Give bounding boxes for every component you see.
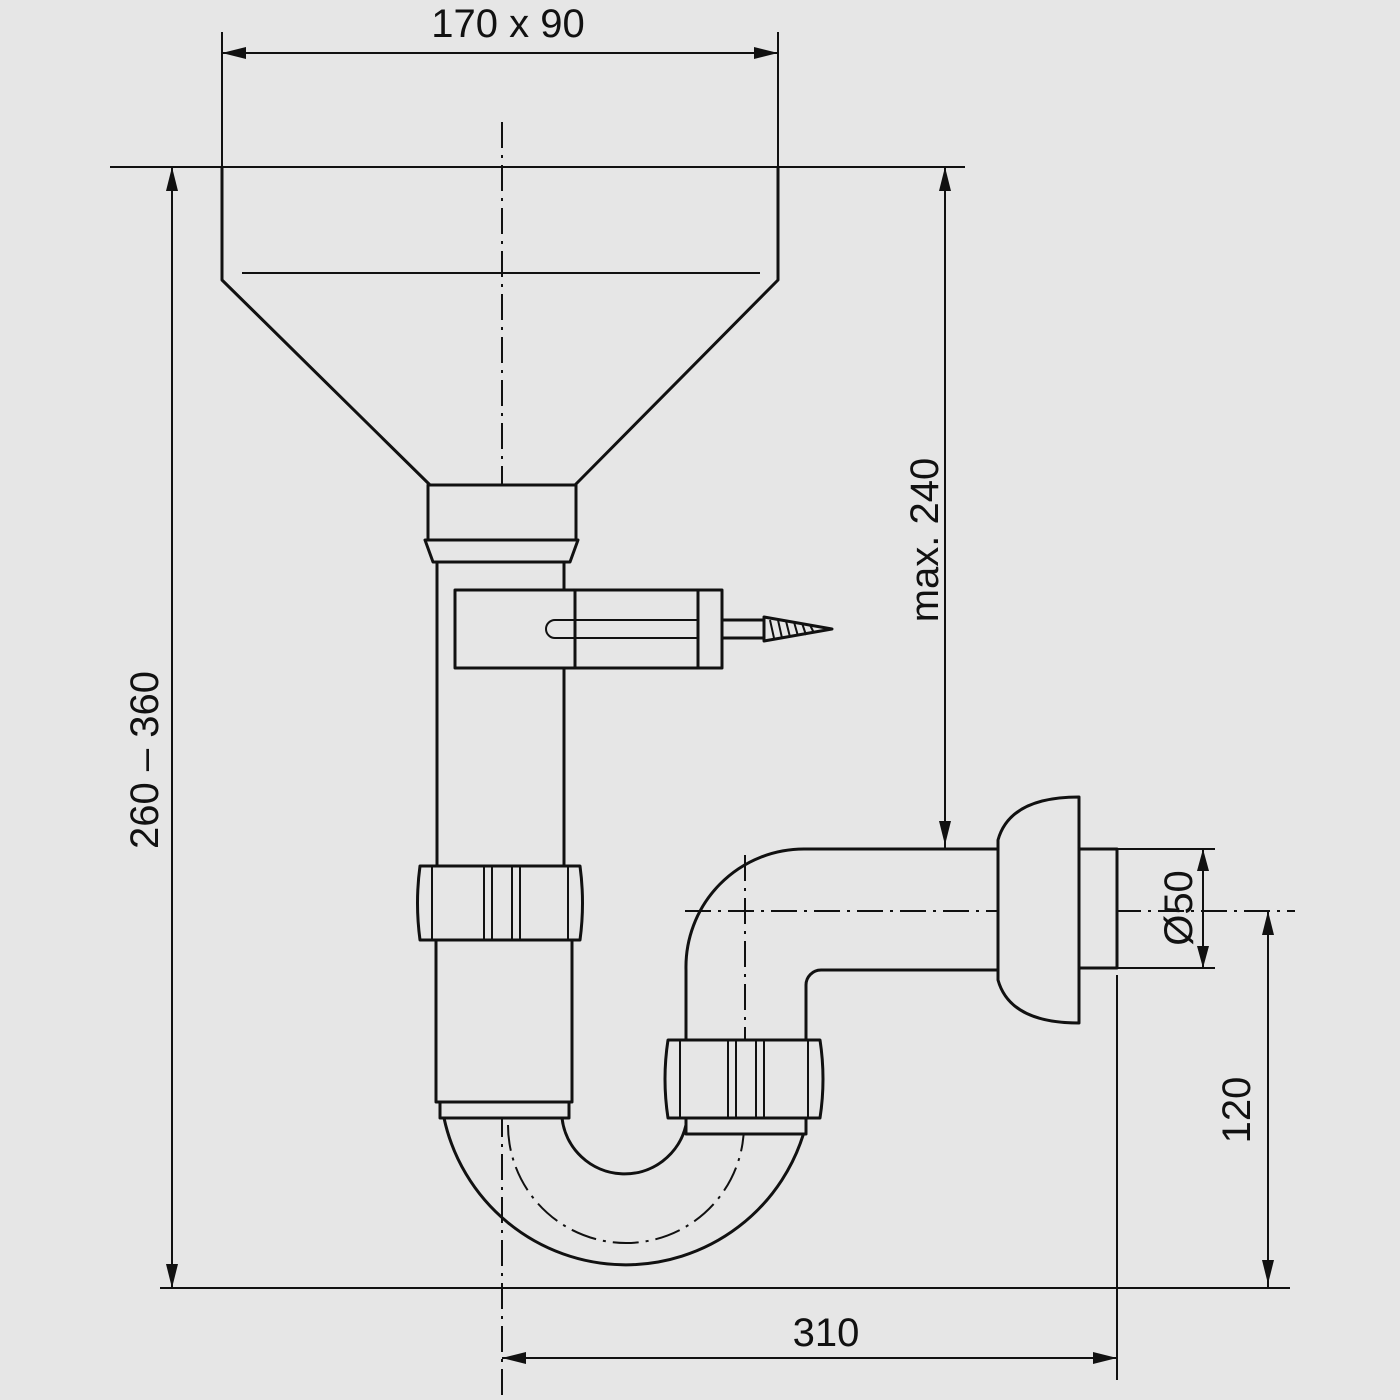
lower-pipe [434,938,574,1120]
dimension-horizontal-length: 310 [793,1311,860,1355]
reference-lines [110,32,1290,1380]
center-lines [501,122,1295,1395]
trap-bend [442,1116,808,1267]
dimension-lines [166,47,1274,1364]
wall-clamp [453,588,834,670]
dimension-outlet-diameter: Ø50 [1157,870,1201,946]
dimension-total-height: 260 – 360 [123,671,167,849]
outlet-pipe [684,847,1002,1042]
wall-rosette [996,795,1119,1025]
left-union-nut [416,864,584,942]
dimension-funnel-opening: 170 x 90 [431,2,584,46]
funnel [220,165,780,564]
dimension-outlet-height: 120 [1215,1077,1259,1144]
dimension-max-height: max. 240 [903,458,947,623]
right-union-nut [663,1038,825,1136]
